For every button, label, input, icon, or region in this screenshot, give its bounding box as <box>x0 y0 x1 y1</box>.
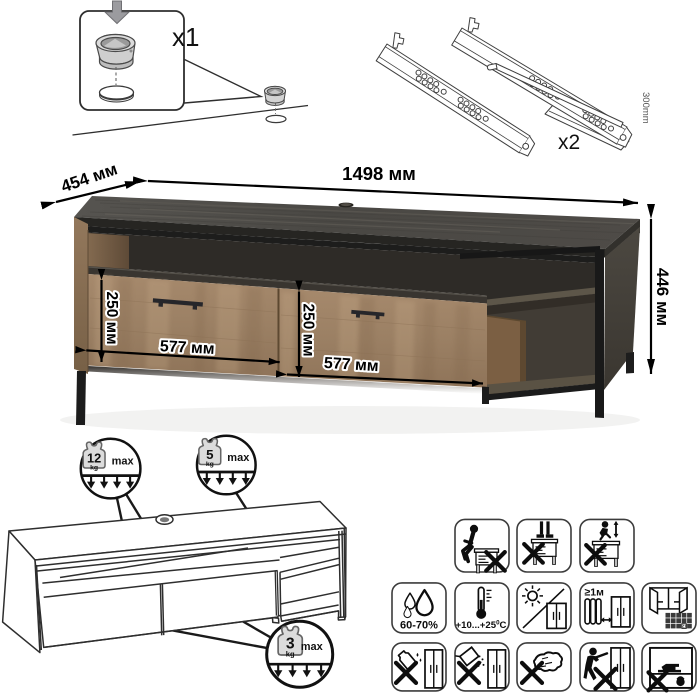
svg-text:1498 мм: 1498 мм <box>342 163 416 184</box>
svg-text:kg: kg <box>90 464 98 471</box>
svg-text:250 мм: 250 мм <box>300 303 317 356</box>
svg-text:x1: x1 <box>172 22 199 52</box>
svg-text:21: 21 <box>682 624 687 629</box>
svg-text:12: 12 <box>87 450 101 465</box>
svg-text:577 мм: 577 мм <box>323 355 379 375</box>
svg-text:+10...+250C: +10...+250C <box>456 620 507 631</box>
svg-text:60-70%: 60-70% <box>400 619 438 631</box>
svg-text:577 мм: 577 мм <box>159 338 215 358</box>
svg-text:≥1м: ≥1м <box>585 586 605 598</box>
svg-text:3: 3 <box>286 636 295 653</box>
svg-text:kg: kg <box>206 461 214 468</box>
svg-text:max: max <box>301 641 324 653</box>
svg-text:kg: kg <box>286 650 295 659</box>
svg-text:300mm: 300mm <box>640 92 651 124</box>
svg-text:446 мм: 446 мм <box>653 268 672 326</box>
svg-text:454 мм: 454 мм <box>59 159 120 196</box>
svg-text:x2: x2 <box>558 131 580 154</box>
svg-text:max: max <box>112 456 135 468</box>
svg-text:250 мм: 250 мм <box>103 291 120 344</box>
svg-text:max: max <box>227 452 250 464</box>
svg-text:5: 5 <box>206 447 214 462</box>
